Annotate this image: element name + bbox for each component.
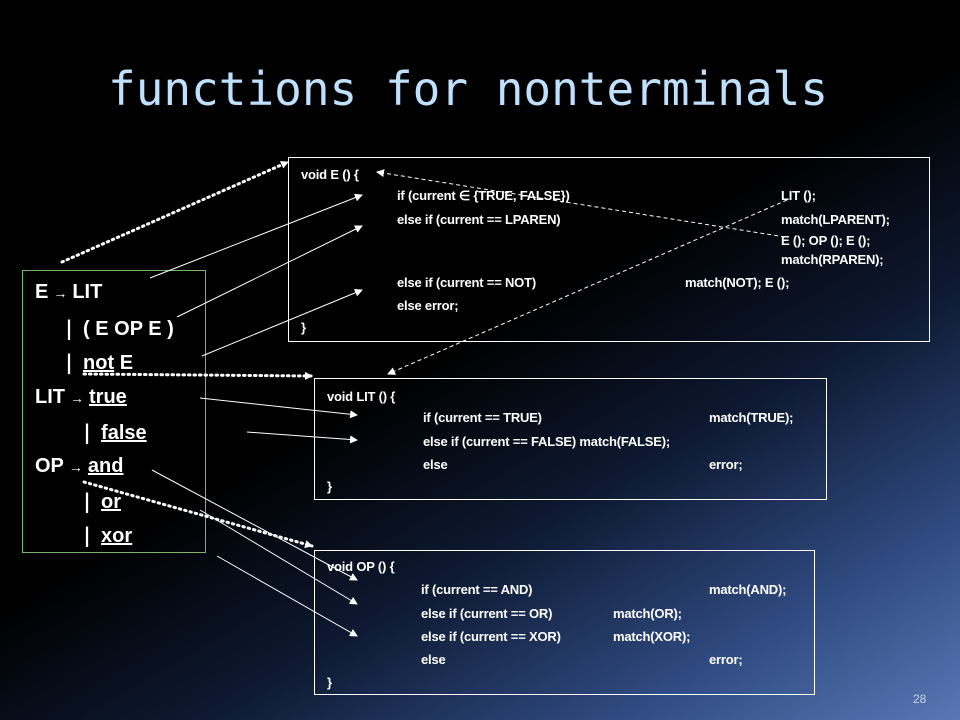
code-line: else <box>423 457 448 472</box>
code-action: LIT (); <box>781 188 816 203</box>
arrow-paren-case <box>176 225 363 318</box>
code-line: else error; <box>397 298 459 313</box>
grammar-alt-paren: |( E OP E ) <box>63 316 174 340</box>
arrow-icon: → <box>53 285 68 301</box>
dashed-arrow-lit-call <box>376 169 786 238</box>
code-line: if (current == AND) <box>421 582 533 597</box>
code-line: else if (current == FALSE) match(FALSE); <box>423 434 670 449</box>
grammar-box: E→LIT |( E OP E ) |not E LIT→true |false… <box>22 270 206 553</box>
code-action: error; <box>709 457 743 472</box>
dashed-arrow-e-call <box>387 199 788 375</box>
code-close: } <box>301 320 306 335</box>
code-header: void OP () { <box>327 559 395 574</box>
dotted-arrow-e <box>60 160 290 264</box>
code-action: match(XOR); <box>613 629 691 644</box>
code-line: else if (current == LPAREN) <box>397 212 561 227</box>
arrow-lit-case <box>149 193 363 279</box>
grammar-rule-op: OP→and <box>35 455 124 477</box>
code-header: void LIT () { <box>327 389 396 404</box>
arrow-xor-case <box>216 555 358 637</box>
arrow-true-case <box>199 397 358 419</box>
code-header: void E () { <box>301 167 359 182</box>
code-box-e: void E () { if (current ∈ {TRUE, FALSE})… <box>288 157 930 342</box>
dotted-arrow-lit <box>82 371 314 380</box>
code-box-lit: void LIT () { if (current == TRUE) match… <box>314 378 827 500</box>
code-action: match(NOT); E (); <box>685 275 790 290</box>
code-line: else if (current == NOT) <box>397 275 536 290</box>
dotted-arrow-op <box>82 480 314 548</box>
arrow-and-case <box>151 469 358 581</box>
code-action: match(AND); <box>709 582 787 597</box>
code-action: match(RPAREN); <box>781 252 884 267</box>
grammar-alt-or: |or <box>81 489 122 513</box>
code-action: match(OR); <box>613 606 682 621</box>
grammar-alt-false: |false <box>81 420 147 444</box>
arrow-or-case <box>199 509 358 605</box>
code-action: error; <box>709 652 743 667</box>
code-action: match(LPARENT); <box>781 212 890 227</box>
slide-title: functions for nonterminals <box>108 62 829 116</box>
code-action: E (); OP (); E (); <box>781 233 871 248</box>
code-line: if (current ∈ {TRUE, FALSE}) <box>397 188 570 203</box>
code-line: else <box>421 652 446 667</box>
arrow-not-case <box>201 288 363 357</box>
arrow-icon: → <box>70 390 84 406</box>
code-action: match(TRUE); <box>709 410 794 425</box>
code-line: else if (current == OR) <box>421 606 553 621</box>
code-close: } <box>327 675 332 690</box>
code-close: } <box>327 479 332 494</box>
grammar-rule-e: E→LIT <box>35 281 103 303</box>
arrow-false-case <box>246 431 358 444</box>
code-box-op: void OP () { if (current == AND) match(A… <box>314 550 815 695</box>
grammar-alt-xor: |xor <box>81 523 133 547</box>
code-line: else if (current == XOR) <box>421 629 561 644</box>
grammar-alt-not: |not E <box>63 350 134 374</box>
page-number: 28 <box>913 692 927 706</box>
grammar-rule-lit: LIT→true <box>35 386 127 408</box>
code-line: if (current == TRUE) <box>423 410 542 425</box>
arrow-icon: → <box>68 459 83 475</box>
